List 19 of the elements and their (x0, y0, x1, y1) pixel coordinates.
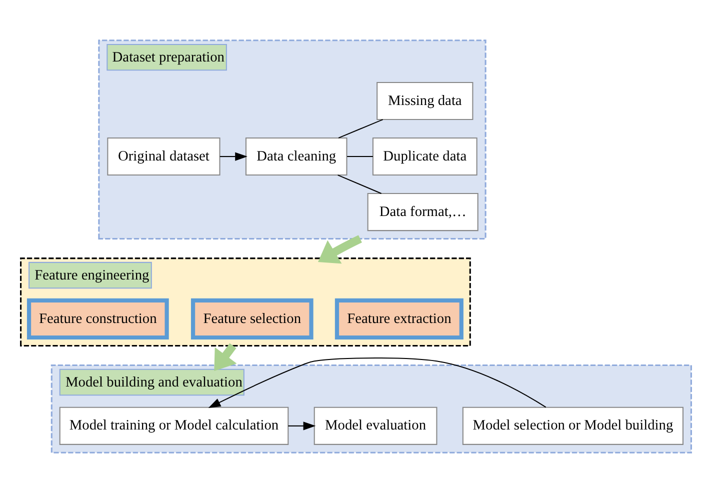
node-box: Missing data (376, 82, 474, 120)
node-box: Model selection or Model building (462, 406, 684, 445)
connector (338, 119, 383, 138)
connector (338, 174, 382, 194)
connector (347, 156, 373, 158)
arrow (220, 152, 248, 161)
node-box: Duplicate data (372, 138, 478, 176)
node-box: Feature extraction (334, 298, 464, 340)
node-box: Feature construction (26, 298, 169, 340)
node-box: Model training or Model calculation (59, 406, 289, 445)
arrow (214, 343, 237, 372)
node-box: Model evaluation (314, 406, 438, 445)
arrow (318, 235, 362, 264)
node-box: Feature selection (190, 298, 314, 340)
node-box: Data cleaning (245, 138, 348, 176)
node-box: Data format,… (367, 193, 478, 232)
node-box: Original dataset (107, 138, 220, 176)
arrow (288, 422, 316, 430)
arrow (208, 358, 546, 408)
